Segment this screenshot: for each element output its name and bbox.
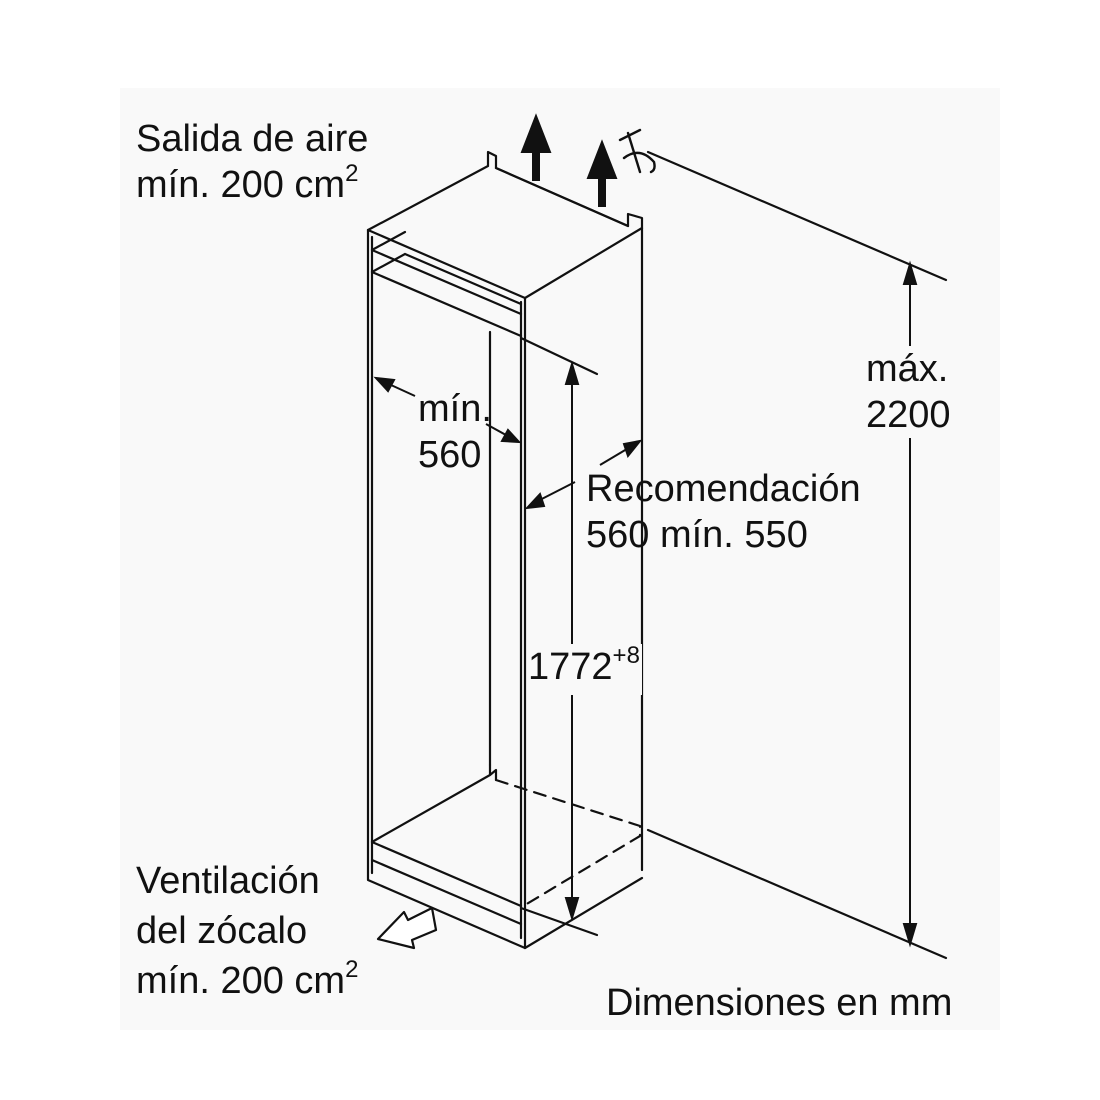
diagram-panel: [120, 88, 1000, 1030]
niche-height-label: 1772+8: [528, 642, 642, 695]
max-height-title: máx.: [866, 348, 949, 390]
air-outlet-arrow-2: [586, 139, 618, 179]
cabinet-front-bottom-rail: [370, 840, 523, 926]
depth-arrow-right: [622, 439, 643, 459]
plinth-vent-arrow: [376, 906, 438, 950]
cabinet-front-outer: [366, 228, 527, 950]
niche-height-tolerance: +8: [612, 642, 640, 669]
width-arrow-left: [373, 376, 396, 393]
inner-width-label: mín. 560: [418, 386, 492, 478]
niche-height-arrow-top: [564, 360, 580, 385]
depth-title: Recomendación: [586, 468, 861, 510]
depth-arrow-left: [524, 492, 546, 510]
air-outlet-arrow-1: [520, 113, 552, 153]
max-height-label: máx. 2200: [866, 346, 951, 438]
plinth-vent-line2: del zócalo: [136, 910, 308, 952]
air-outlet-exponent: 2: [345, 160, 359, 187]
depth-label: Recomendación 560 mín. 550: [586, 466, 861, 558]
air-outlet-min-area: mín. 200 cm2: [136, 160, 359, 206]
niche-height-arrow-bottom: [564, 897, 580, 922]
cabinet-front-top-rail: [370, 248, 523, 338]
max-height-arrow-bottom: [902, 923, 918, 948]
plinth-vent-exponent: 2: [345, 956, 359, 983]
depth-values: 560 mín. 550: [586, 514, 808, 556]
inner-width-min: mín.: [418, 388, 492, 430]
inner-width-value: 560: [418, 434, 482, 476]
plinth-vent-label: Ventilación del zócalo mín. 200 cm2: [136, 856, 358, 1011]
niche-height-value: 1772: [528, 646, 613, 688]
max-height-value: 2200: [866, 394, 951, 436]
air-outlet-title: Salida de aire: [136, 118, 369, 160]
air-outlet-label: Salida de aire mín. 200 cm2: [136, 116, 368, 213]
units-note: Dimensiones en mm: [606, 982, 953, 1024]
plinth-vent-line1: Ventilación: [136, 860, 320, 902]
plinth-vent-min-area: mín. 200 cm2: [136, 956, 359, 1002]
width-arrow-right: [500, 428, 522, 444]
max-height-arrow-top: [902, 260, 918, 285]
